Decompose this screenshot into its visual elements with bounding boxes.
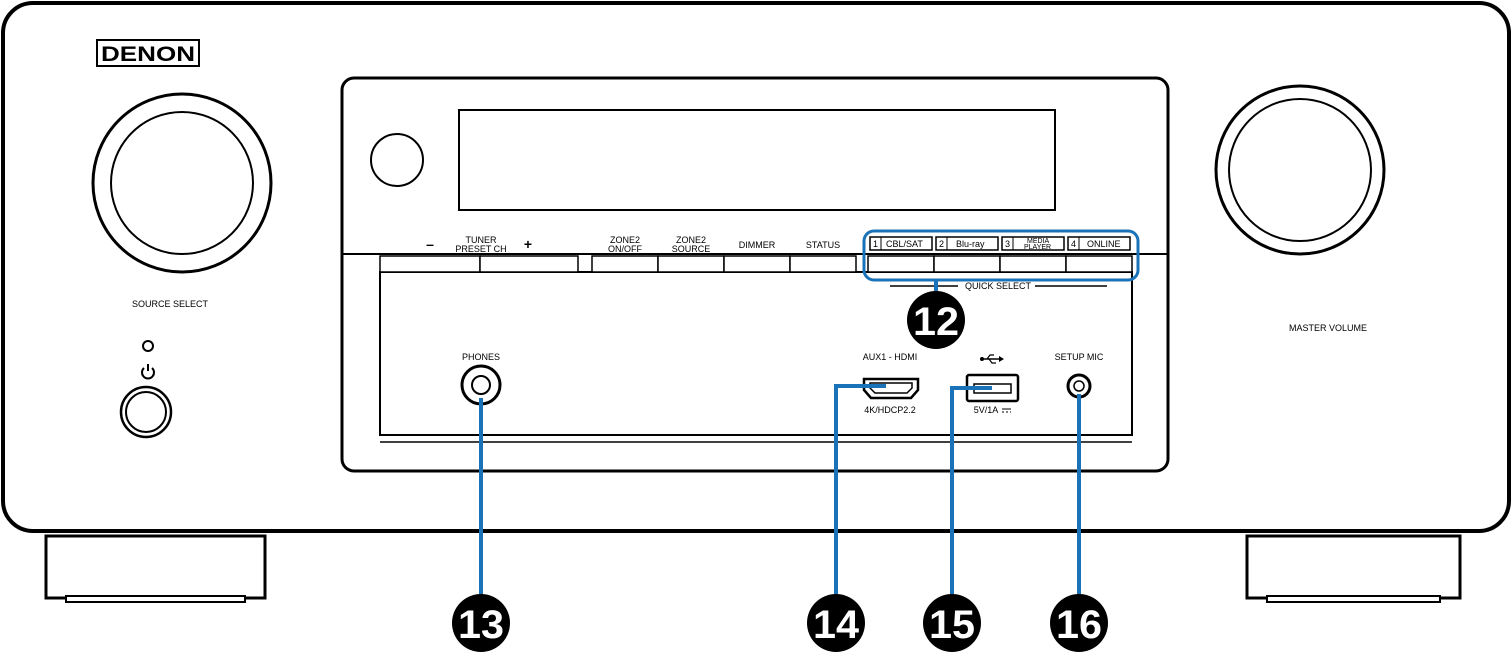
plus-symbol: + <box>524 236 532 252</box>
quick-select-1-num: 1 <box>873 239 878 249</box>
callout-line-15 <box>950 386 992 600</box>
phones-jack-inner <box>471 375 491 395</box>
brand-logo-frame <box>96 39 200 67</box>
quick-select-1-labelbox <box>869 236 933 251</box>
quick-select-2-labelbox <box>935 236 999 251</box>
remote-sensor <box>370 133 424 187</box>
hdmi-port[interactable] <box>862 377 920 400</box>
callout-badge-14: 14 <box>807 594 865 652</box>
tuner-label-1: TUNER <box>466 235 497 245</box>
setup-mic-label: SETUP MIC <box>1055 352 1104 362</box>
quick-select-3-num: 3 <box>1005 239 1010 249</box>
quick-select-4-num: 4 <box>1071 239 1076 249</box>
quick-select-label: QUICK SELECT <box>965 281 1032 291</box>
button-row <box>379 255 1133 273</box>
quick-select-2-num: 2 <box>939 239 944 249</box>
quick-select-1-button[interactable] <box>867 255 935 273</box>
quick-select-1-text: CBL/SAT <box>886 239 923 249</box>
quick-select-4-labelbox <box>1067 236 1131 251</box>
hdcp-label: 4K/HDCP2.2 <box>864 405 916 415</box>
zone2-onoff-label-2: ON/OFF <box>608 244 642 254</box>
callout-badge-15: 15 <box>923 594 981 652</box>
callout-badge-16: 16 <box>1050 594 1108 652</box>
quick-select-3-labelbox <box>1001 236 1065 251</box>
svg-text:14: 14 <box>813 603 860 647</box>
tuner-label-2: PRESET CH <box>455 244 506 254</box>
power-indicator-led <box>142 340 154 352</box>
quick-select-2-text: Blu-ray <box>956 239 985 249</box>
source-select-label: SOURCE SELECT <box>132 299 209 309</box>
left-foot-base <box>65 595 246 603</box>
setup-mic-jack-inner <box>1073 380 1085 392</box>
right-foot-base <box>1266 595 1441 603</box>
quick-select-4-button[interactable] <box>1065 255 1133 273</box>
quick-select-highlight <box>862 229 1140 282</box>
minus-symbol: – <box>426 236 434 252</box>
quick-select-3-text-2: PLAYER <box>1024 244 1051 251</box>
quick-select-4-text: ONLINE <box>1087 239 1121 249</box>
svg-text:12: 12 <box>913 300 959 344</box>
svg-text:16: 16 <box>1056 603 1102 647</box>
brand-logo: DENON <box>101 43 195 66</box>
left-foot <box>44 534 267 600</box>
aux-hdmi-label: AUX1 - HDMI <box>863 352 918 362</box>
dimmer-button[interactable] <box>723 255 791 273</box>
quick-select-3-text-1: MEDIA <box>1027 238 1050 245</box>
svg-text:13: 13 <box>458 603 504 647</box>
tuner-minus-button[interactable] <box>379 255 481 273</box>
zone2-onoff-label-1: ZONE2 <box>610 235 640 245</box>
display-window <box>458 109 1056 211</box>
status-label: STATUS <box>806 240 840 250</box>
zone2-onoff-button[interactable] <box>591 255 659 273</box>
dc-symbol-icon <box>1002 408 1011 413</box>
master-volume-label: MASTER VOLUME <box>1289 323 1367 333</box>
zone2-source-label-2: SOURCE <box>672 244 711 254</box>
zone2-source-button[interactable] <box>657 255 725 273</box>
quick-select-2-button[interactable] <box>933 255 1001 273</box>
svg-text:15: 15 <box>929 603 975 647</box>
status-button[interactable] <box>789 255 857 273</box>
quick-select-3-button[interactable] <box>999 255 1067 273</box>
usb-icon <box>980 354 1004 364</box>
callout-line-14 <box>834 384 886 600</box>
phones-label: PHONES <box>462 352 500 362</box>
dimmer-label: DIMMER <box>739 240 776 250</box>
zone2-source-label-1: ZONE2 <box>676 235 706 245</box>
quick-select-labels: 1 CBL/SAT 2 Blu-ray 3 MEDIA PLAYER 4 ONL… <box>869 236 1131 251</box>
right-foot <box>1245 534 1462 600</box>
source-select-knob-inner <box>110 111 254 255</box>
power-icon <box>141 364 155 380</box>
power-button-inner <box>125 391 167 433</box>
tuner-plus-button[interactable] <box>479 255 579 273</box>
callout-badge-13: 13 <box>452 594 510 652</box>
master-volume-knob-inner <box>1228 98 1372 242</box>
usb-power-label: 5V/1A <box>974 405 999 415</box>
callout-badge-12: 12 <box>907 291 965 349</box>
